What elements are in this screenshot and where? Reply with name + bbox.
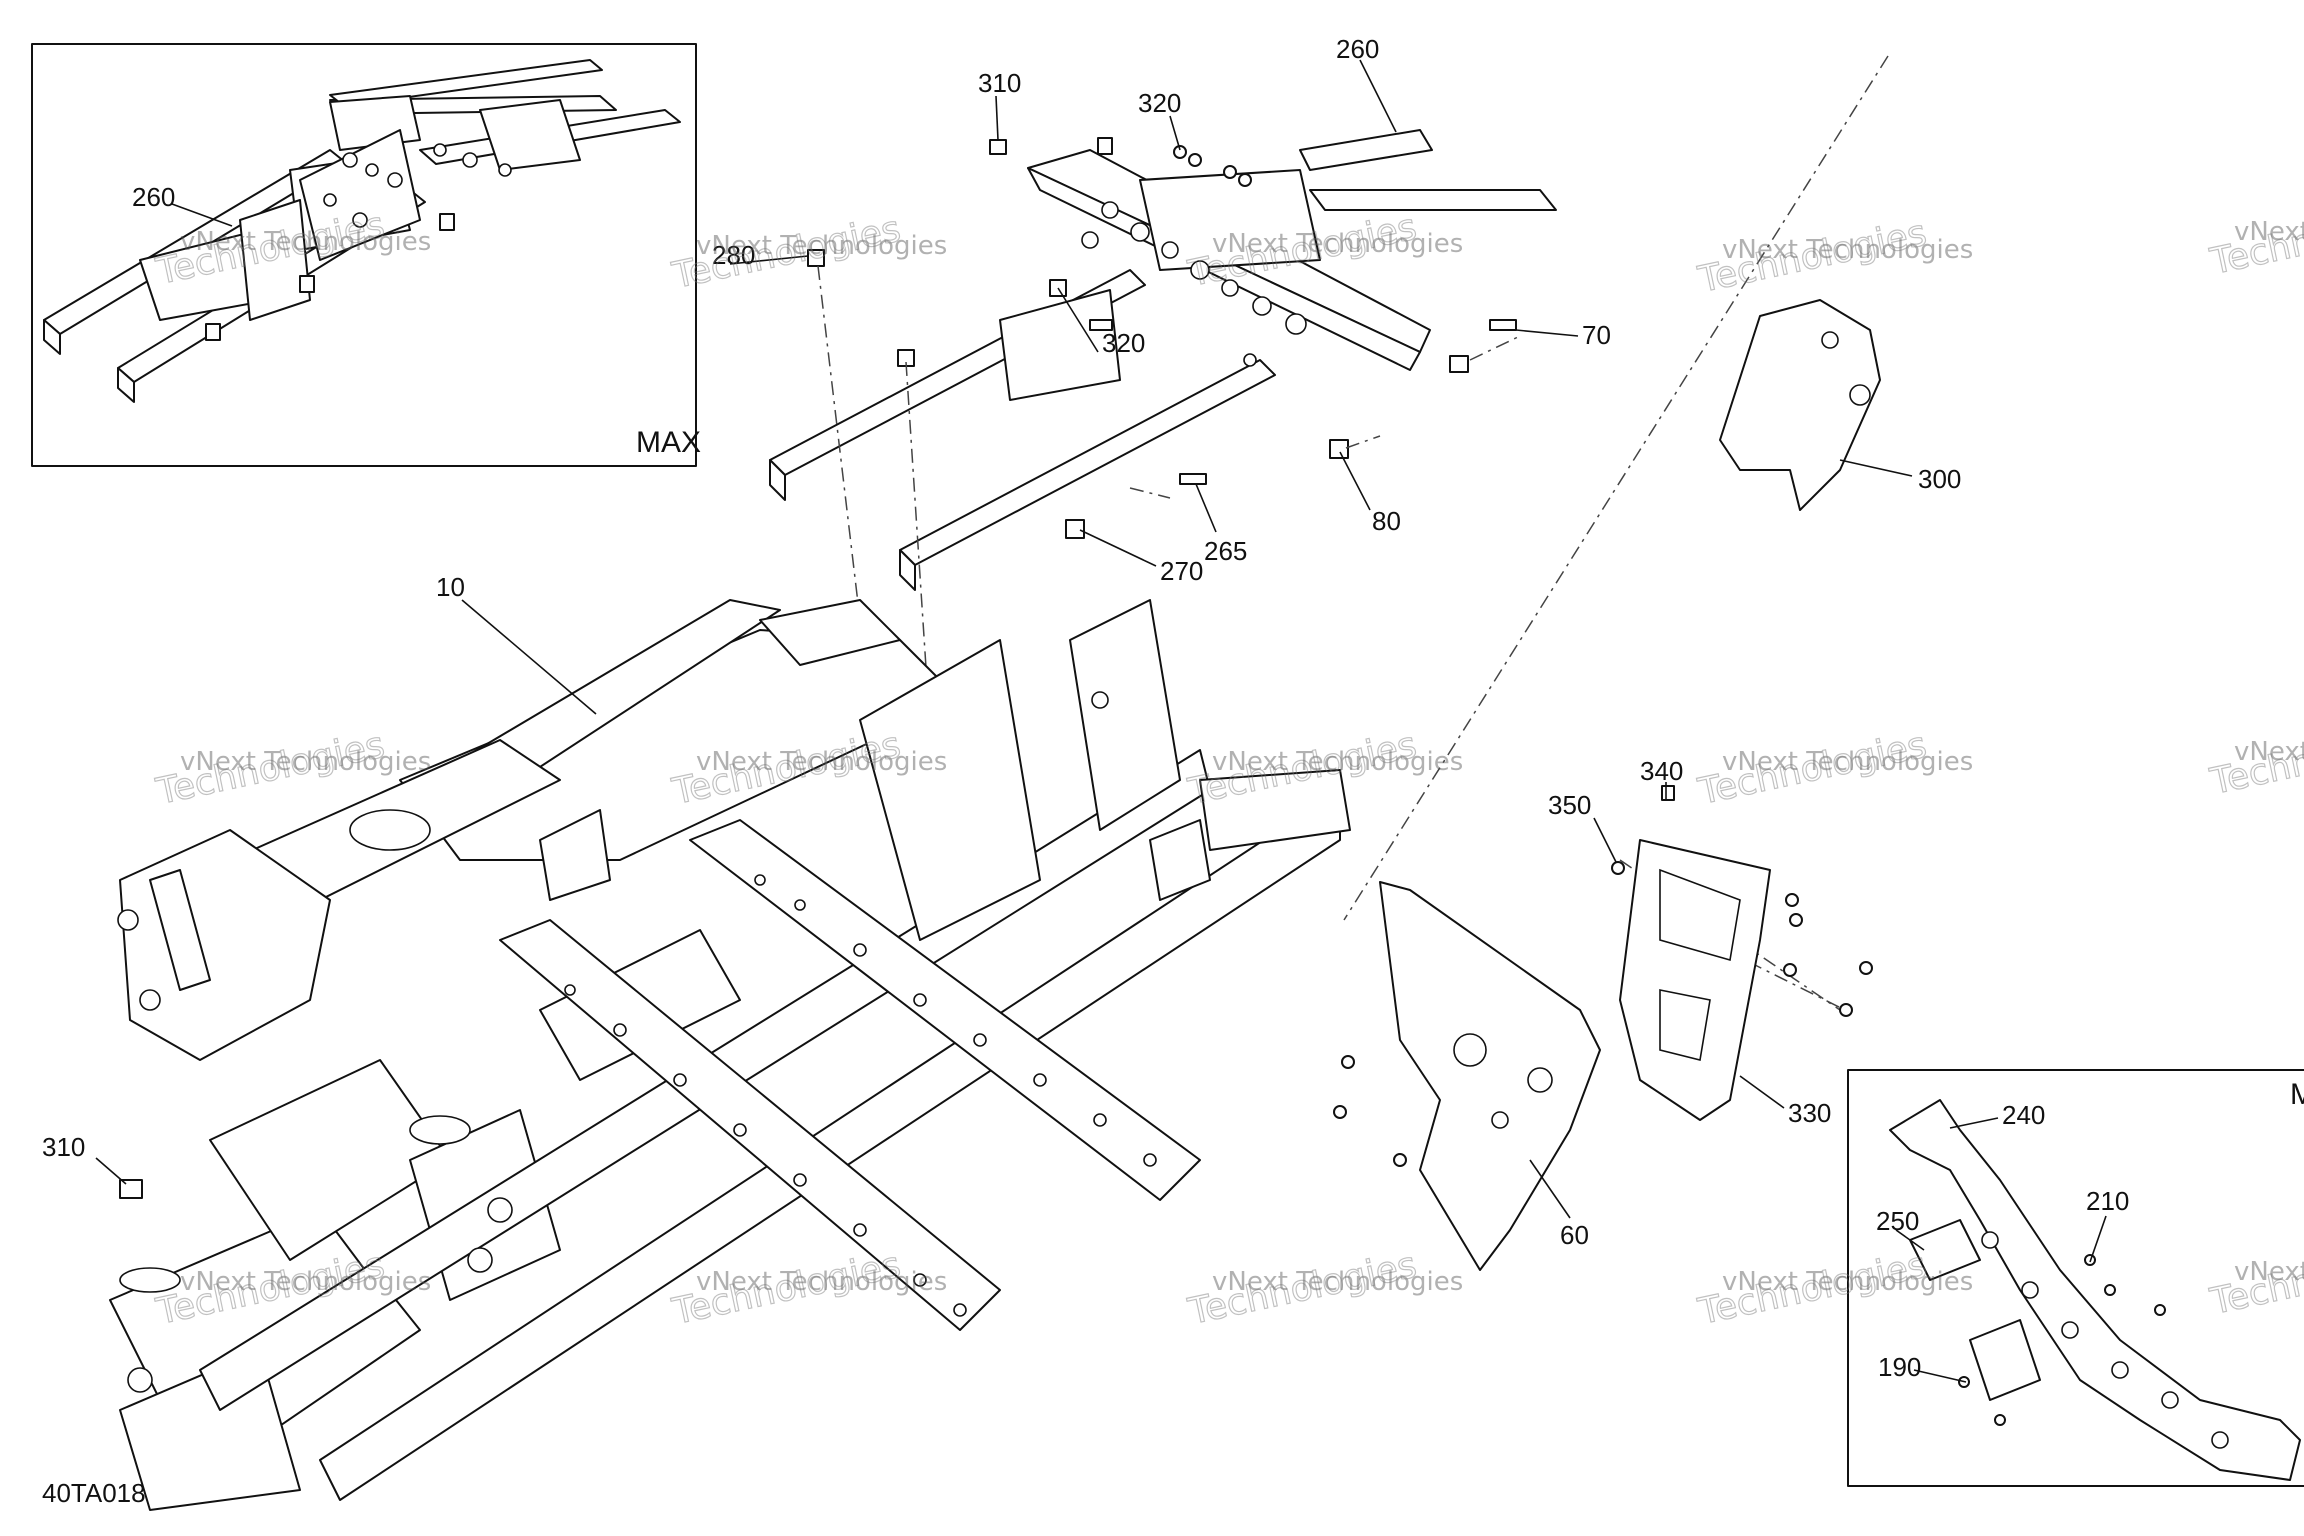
svg-text:vNext Technologies: vNext Technologies [2234,1257,2304,1287]
watermark: vNext Technologies Technologies [1184,1244,1463,1334]
plate-330-drawing [1619,839,1771,1121]
bracket-300-drawing [1719,299,1881,511]
inset-max-callout-260: 260 [132,182,175,212]
watermark: vNext Technologies Technologies [2206,194,2304,284]
callout-350: 350 [1548,790,1591,820]
svg-text:vNext Technologies: vNext Technologies [180,227,431,257]
svg-text:vNext Technologies: vNext Technologies [1212,747,1463,777]
svg-text:Technologies: Technologies [1184,1245,1420,1333]
svg-text:vNext Technologies: vNext Technologies [696,231,947,261]
callout-330: 330 [1788,1098,1831,1128]
inset-max-label: MAX [636,426,701,459]
watermark: vNext Technologies Technologies [1694,212,1973,302]
svg-text:Technologies: Technologies [2206,715,2304,803]
svg-text:vNext Technologies: vNext Technologies [1212,1267,1463,1297]
svg-text:vNext Technologies: vNext Technologies [180,747,431,777]
inset-m: M 240 250 210 190 [1847,1069,2304,1487]
callout-320-top: 320 [1138,88,1181,118]
inset-m-callout-240: 240 [2002,1100,2045,1130]
inset-max-frame-drawing [43,59,681,403]
figure-code: 40TA018 [42,1478,146,1508]
callout-80: 80 [1372,506,1401,536]
svg-text:vNext Technologies: vNext Technologies [1722,747,1973,777]
callouts: 260 310 320 280 320 70 80 265 270 300 10… [42,34,1961,1250]
upper-subframe-drawing [769,129,1557,591]
svg-text:vNext Technologies: vNext Technologies [1722,235,1973,265]
callout-265: 265 [1204,536,1247,566]
inset-max: MAX 260 [31,43,701,467]
svg-text:Technologies: Technologies [2206,195,2304,283]
watermark: vNext Technologies Technologies [1694,724,1973,814]
svg-text:vNext Technologies: vNext Technologies [696,747,947,777]
inset-m-label: M [2290,1078,2304,1111]
callout-10: 10 [436,572,465,602]
inset-m-drawing [1889,1099,2301,1481]
svg-text:vNext Technologies: vNext Technologies [180,1267,431,1297]
callout-60: 60 [1560,1220,1589,1250]
callout-300: 300 [1918,464,1961,494]
watermark: vNext Technologies Technologies [2206,1234,2304,1324]
callout-280: 280 [712,240,755,270]
callout-270: 270 [1160,556,1203,586]
bracket-60-drawing [1379,881,1601,1271]
bolts-right [1333,785,1873,1167]
watermark: vNext Technologies Technologies [2206,714,2304,804]
svg-text:vNext Technologies: vNext Technologies [2234,217,2304,247]
inset-m-callout-250: 250 [1876,1206,1919,1236]
inset-m-callout-190: 190 [1878,1352,1921,1382]
svg-text:Technologies: Technologies [2206,1235,2304,1323]
svg-text:Technologies: Technologies [152,725,388,813]
svg-text:Technologies: Technologies [1694,1245,1930,1333]
main-frame-drawing [109,599,1351,1511]
skid-rails-drawing [499,819,1201,1331]
watermark: vNext Technologies Technologies [668,208,947,298]
callout-340: 340 [1640,756,1683,786]
callout-310-left: 310 [42,1132,85,1162]
callout-70: 70 [1582,320,1611,350]
callout-260: 260 [1336,34,1379,64]
svg-text:vNext Technologies: vNext Technologies [2234,737,2304,767]
inset-m-callout-210: 210 [2086,1186,2129,1216]
svg-text:Technologies: Technologies [1694,725,1930,813]
callout-310-top: 310 [978,68,1021,98]
svg-text:Technologies: Technologies [1694,213,1930,301]
callout-320-mid: 320 [1102,328,1145,358]
svg-text:Technologies: Technologies [668,209,904,297]
svg-text:vNext Technologies: vNext Technologies [1722,1267,1973,1297]
svg-text:vNext Technologies: vNext Technologies [1212,229,1463,259]
svg-text:vNext Technologies: vNext Technologies [696,1267,947,1297]
